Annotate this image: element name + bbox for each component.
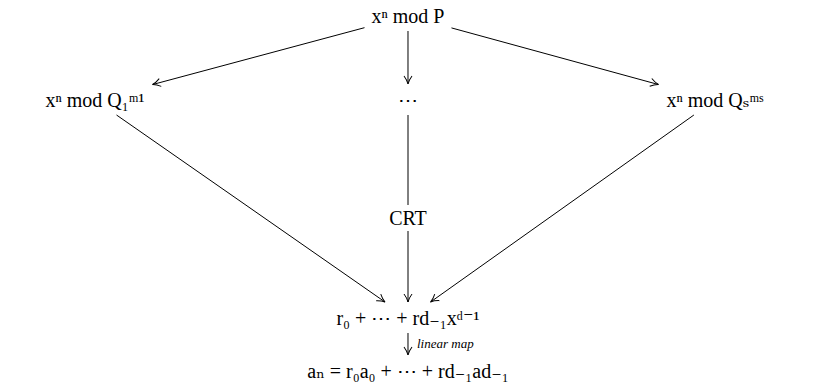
math-expression: aₙ = r₀a₀ + ⋯ + rd₋₁ad₋₁: [301, 357, 514, 385]
arrow-connector: [407, 31, 408, 84]
arrow-connector: [431, 115, 694, 302]
math-expression: xⁿ mod Q₁ᵐ¹: [39, 86, 150, 114]
arrow-connector: [451, 28, 658, 85]
math-expression: ⋯: [392, 86, 424, 114]
math-expression: r₀ + ⋯ + rd₋₁xᵈ⁻¹: [330, 304, 485, 332]
arrow-connector: [407, 333, 408, 355]
math-expression: xⁿ mod Qₛᵐˢ: [660, 86, 769, 114]
expression-text: r₀ + ⋯ + rd₋₁xᵈ⁻¹: [336, 306, 479, 330]
expression-text: xⁿ mod Q₁ᵐ¹: [45, 88, 144, 112]
expression-text: xⁿ mod P: [372, 4, 445, 28]
arrow-connector: [153, 28, 365, 85]
edge-label: CRT: [386, 205, 430, 231]
expression-text: xⁿ mod Qₛᵐˢ: [666, 88, 763, 112]
arrow-connector: [117, 115, 385, 302]
expression-text: aₙ = r₀a₀ + ⋯ + rd₋₁ad₋₁: [307, 359, 508, 383]
edge-label: linear map: [414, 335, 477, 353]
math-expression: xⁿ mod P: [366, 2, 451, 30]
expression-text: ⋯: [398, 88, 418, 112]
